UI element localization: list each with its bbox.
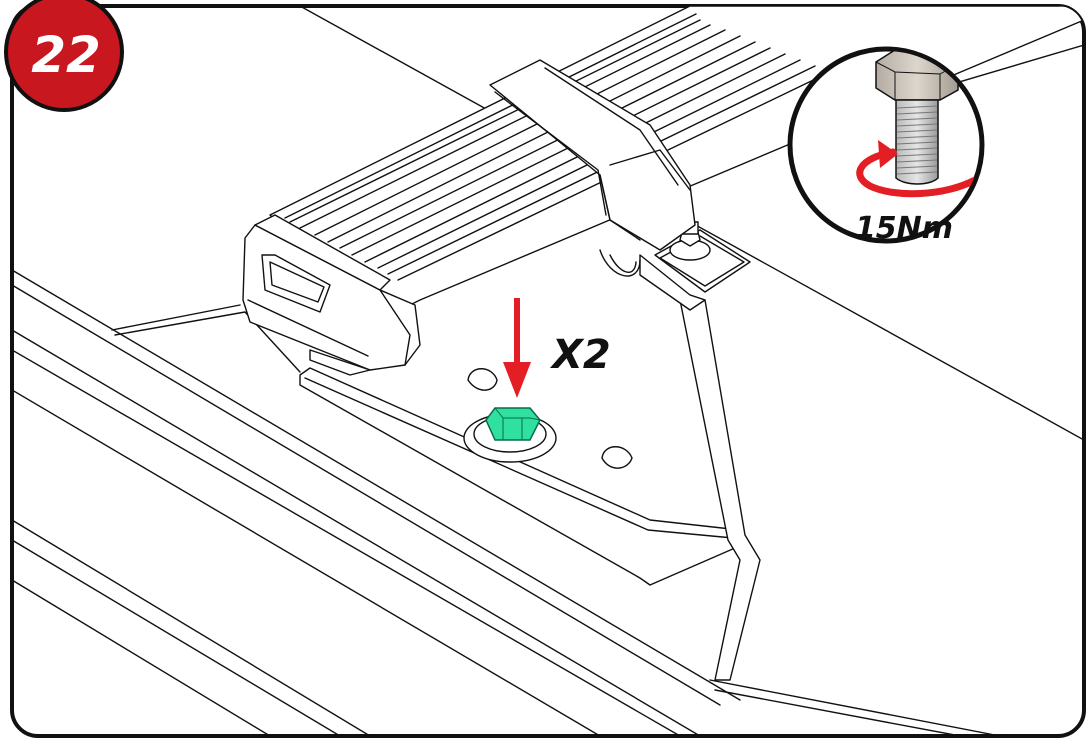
- hex-bolt-icon: [875, 51, 959, 185]
- torque-value: 15Nm: [855, 211, 953, 246]
- rotate-clockwise-icon: [856, 140, 979, 198]
- torque-inset: 15Nm: [787, 46, 985, 246]
- bracket-side: [599, 249, 761, 681]
- insert-arrow-icon: [503, 298, 531, 398]
- highlighted-bolt-icon: [485, 407, 541, 441]
- bar-end-cap: [242, 214, 421, 376]
- step-number: 22: [31, 26, 101, 84]
- bar-clamp-strap: [489, 59, 696, 251]
- step-badge: 22: [4, 0, 124, 112]
- foot-plate: [111, 304, 741, 586]
- plate-cutouts: [467, 368, 633, 469]
- quantity-label: X2: [549, 332, 611, 378]
